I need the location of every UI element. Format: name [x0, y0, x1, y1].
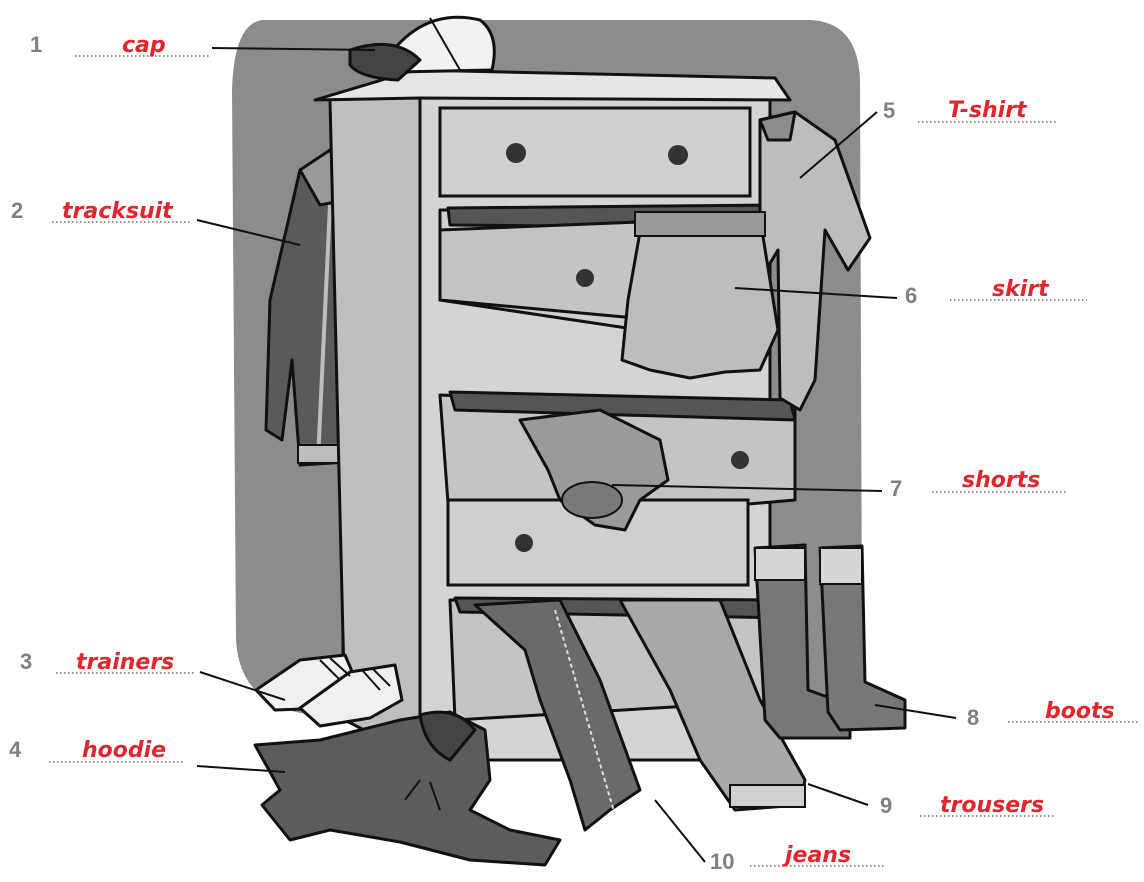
boots-drawing	[753, 543, 907, 740]
jeans-drawing	[473, 598, 642, 832]
label-5: 5 T-shirt	[883, 98, 1057, 123]
label-number: 9	[880, 793, 892, 818]
label-number: 6	[905, 283, 917, 308]
label-2: 2 tracksuit	[11, 198, 190, 224]
label-number: 2	[11, 198, 23, 223]
shorts-drawing	[518, 408, 670, 532]
label-answer: trousers	[940, 793, 1044, 818]
leader-line-8	[874, 704, 957, 719]
tshirt-drawing	[758, 110, 872, 412]
label-answer: skirt	[992, 277, 1050, 302]
label-answer: trainers	[76, 650, 174, 675]
label-1: 1 cap	[30, 32, 210, 58]
label-number: 8	[967, 705, 979, 730]
leader-line-9	[807, 783, 869, 806]
label-8: 8 boots	[967, 699, 1140, 730]
label-10: 10 jeans	[710, 843, 885, 874]
label-answer: tracksuit	[62, 199, 174, 224]
trainers-drawing	[254, 653, 404, 728]
hoodie-drawing	[253, 710, 562, 867]
leader-line-6	[734, 287, 898, 299]
label-number: 10	[710, 849, 734, 874]
skirt-drawing	[620, 211, 780, 380]
label-answer: cap	[122, 33, 166, 58]
label-7: 7 shorts	[890, 468, 1068, 501]
label-number: 3	[20, 649, 32, 674]
trousers-drawing	[618, 598, 807, 812]
label-number: 1	[30, 32, 42, 57]
label-9: 9 trousers	[880, 793, 1055, 818]
leader-line-10	[654, 799, 706, 863]
leader-line-3	[199, 671, 286, 701]
leader-line-7	[611, 484, 883, 492]
label-answer: shorts	[962, 468, 1040, 493]
leader-line-5	[799, 111, 878, 179]
leader-line-2	[196, 219, 301, 246]
label-answer: T-shirt	[948, 98, 1028, 123]
label-4: 4 hoodie	[9, 737, 185, 763]
label-answer: boots	[1045, 699, 1115, 724]
label-answer: jeans	[782, 843, 851, 868]
label-number: 5	[883, 98, 895, 123]
label-6: 6 skirt	[905, 277, 1087, 308]
leader-line-1	[211, 47, 376, 51]
leader-lines	[196, 47, 957, 863]
label-3: 3 trainers	[20, 649, 195, 675]
label-number: 4	[9, 737, 22, 762]
cap-drawing	[348, 15, 496, 82]
leader-line-4	[196, 765, 286, 773]
label-answer: hoodie	[82, 738, 166, 763]
label-number: 7	[890, 476, 902, 501]
